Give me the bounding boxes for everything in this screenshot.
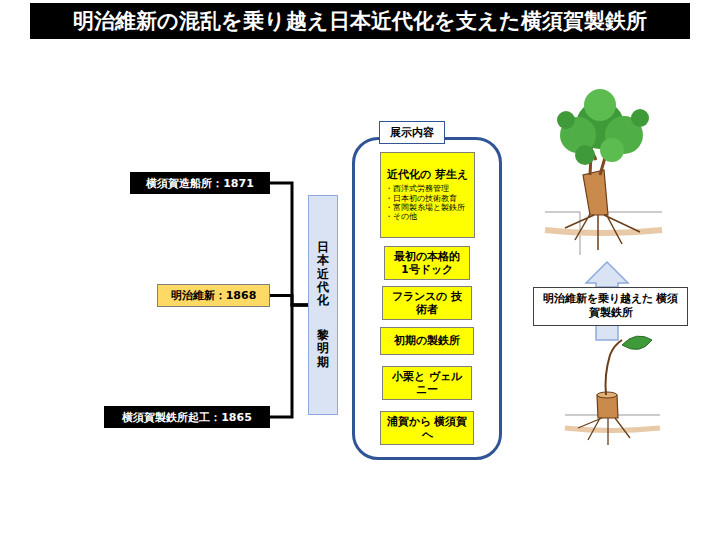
summary-box: 明治維新を乗り越えた 横須賀製鉄所 — [533, 287, 688, 326]
box-label: フランスの 技術者 — [387, 290, 467, 316]
sapling-illustration — [565, 336, 660, 445]
panel-heading: 展示内容 — [379, 121, 445, 144]
tree-illustration — [540, 89, 665, 255]
year-box: 横須賀造船所：1871 — [130, 172, 270, 194]
bullet-item: ・西洋式労務管理 — [385, 184, 470, 193]
box-label: 小栗と ヴェルニー — [387, 370, 467, 396]
box-label: 横須賀造船所：1871 — [146, 176, 254, 191]
box-label: 最初の本格的 1号ドック — [389, 250, 465, 276]
exhibit-panel: 展示内容近代化の 芽生え・西洋式労務管理・日本初の技術教育・富岡製糸場と製鉄所・… — [352, 137, 502, 460]
exhibit-box: 浦賀から 横須賀へ — [380, 411, 474, 445]
bracket-connector — [270, 305, 308, 417]
bullet-item: ・富岡製糸場と製鉄所 — [385, 203, 470, 212]
bullet-item: ・日本初の技術教育 — [385, 194, 470, 203]
title-bar: 明治維新の混乱を乗り越え日本近代化を支えた横須賀製鉄所 — [30, 3, 690, 39]
exhibit-box: 小栗と ヴェルニー — [382, 366, 472, 400]
exhibit-box: フランスの 技術者 — [382, 286, 472, 320]
vertical-label: 日本近代化 — [317, 241, 329, 307]
bracket-connector — [270, 183, 308, 305]
exhibit-box: 近代化の 芽生え・西洋式労務管理・日本初の技術教育・富岡製糸場と製鉄所・その他 — [380, 152, 475, 238]
exhibit-box: 初期の製鉄所 — [380, 327, 474, 355]
year-box: 明治維新：1868 — [157, 284, 270, 307]
vertical-label: 黎明期 — [317, 329, 329, 369]
period-band: 日本近代化黎明期 — [308, 195, 338, 415]
box-label: 横須賀製鉄所起工：1865 — [122, 410, 252, 425]
year-box: 横須賀製鉄所起工：1865 — [104, 406, 270, 428]
box-label: 明治維新：1868 — [171, 288, 257, 303]
exhibit-box: 最初の本格的 1号ドック — [384, 246, 470, 280]
bullet-item: ・その他 — [385, 212, 470, 221]
box-label: 初期の製鉄所 — [394, 334, 460, 347]
box-label: 明治維新を乗り越えた 横須賀製鉄所 — [540, 292, 681, 321]
box-heading: 近代化の 芽生え — [387, 168, 468, 181]
box-label: 浦賀から 横須賀へ — [385, 415, 469, 441]
